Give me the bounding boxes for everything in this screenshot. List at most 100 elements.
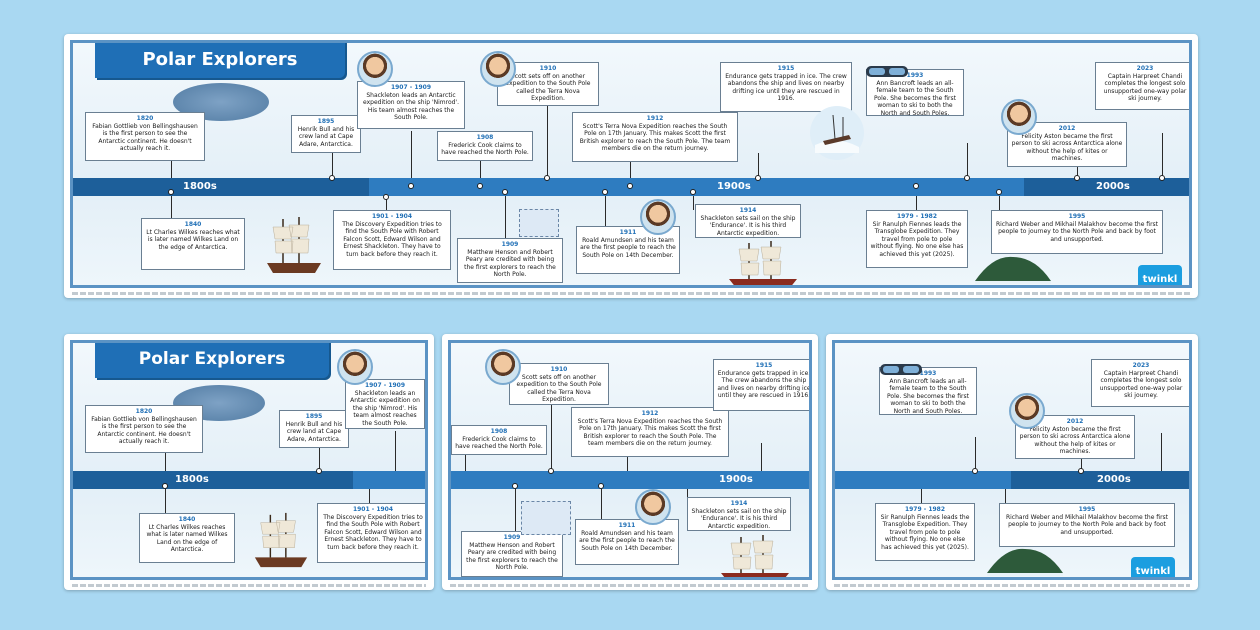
timeline-panel-part-3: 2000s 1993 Ann Bancroft leads an all-fem…	[826, 334, 1198, 590]
marker-2012	[1074, 175, 1080, 181]
stem-1840	[165, 489, 166, 513]
event-year: 1840	[178, 516, 196, 523]
event-text: Frederick Cook claims to have reached th…	[441, 141, 529, 157]
event-year: 2023	[1136, 65, 1154, 72]
event-year: 1914	[730, 500, 748, 507]
stem-1840	[171, 196, 172, 218]
stem-1993	[975, 437, 976, 471]
marker-1995	[996, 189, 1002, 195]
stem-1908	[465, 455, 466, 471]
event-year: 1993	[919, 370, 937, 377]
event-text: Richard Weber and Mikhail Malakhov becom…	[995, 220, 1159, 243]
explorer-portrait-scott	[480, 51, 516, 87]
marker-1915	[755, 175, 761, 181]
stem-1901	[386, 196, 387, 210]
explorer-portrait-amundsen	[635, 489, 671, 525]
marker-2023	[1159, 175, 1165, 181]
event-text: Endurance gets trapped in ice. The crew …	[717, 369, 811, 400]
event-card-1901: 1901 - 1904 The Discovery Expedition tri…	[333, 210, 451, 270]
event-text: Shackleton sets sail on the ship 'Endura…	[700, 214, 796, 237]
event-card-1901: 1901 - 1904 The Discovery Expedition tri…	[317, 503, 425, 563]
event-card-1914: 1914 Shackleton sets sail on the ship 'E…	[695, 204, 801, 238]
event-year: 1907 - 1909	[390, 84, 432, 91]
event-card-1979: 1979 - 1982 Sir Ranulph Fiennes leads th…	[866, 210, 968, 268]
event-card-1909: 1909 Matthew Henson and Robert Peary are…	[457, 238, 563, 283]
stem-1911	[601, 489, 602, 519]
event-text: Felicity Aston became the first person t…	[1019, 425, 1131, 456]
timeline-canvas: 2000s 1993 Ann Bancroft leads an all-fem…	[832, 340, 1192, 580]
stem-1911	[605, 196, 606, 226]
event-card-1909: 1909 Matthew Henson and Robert Peary are…	[461, 531, 563, 577]
era-label-2000s: 2000s	[1096, 181, 1130, 192]
event-year: 2012	[1058, 125, 1076, 132]
footer-copyright-strip	[834, 584, 1190, 587]
event-card-1993: 1993 Ann Bancroft leads an all-female te…	[879, 367, 977, 415]
event-card-2023: 2023 Captain Harpreet Chandi completes t…	[1091, 359, 1189, 407]
event-year: 1993	[906, 72, 924, 79]
event-year: 1995	[1078, 506, 1096, 513]
event-text: Roald Amundsen and his team are the firs…	[579, 529, 675, 552]
twinkl-logo: twinkl	[1131, 557, 1175, 577]
event-card-1995: 1995 Richard Weber and Mikhail Malakhov …	[991, 210, 1163, 254]
event-text: Henrik Bull and his crew land at Cape Ad…	[285, 420, 343, 443]
marker-1910	[544, 175, 550, 181]
event-card-1915: 1915 Endurance gets trapped in ice. The …	[720, 62, 852, 112]
event-year: 1915	[777, 65, 795, 72]
event-text: Shackleton leads an Antarctic expedition…	[350, 389, 420, 427]
endurance-ship-image	[727, 239, 799, 285]
marker-1909	[512, 483, 518, 489]
arctic-island-image	[973, 251, 1053, 285]
event-text: Sir Ranulph Fiennes leads the Transglobe…	[870, 220, 964, 258]
event-card-1910: 1910 Scott sets off on another expeditio…	[509, 363, 609, 405]
event-year: 1979 - 1982	[904, 506, 946, 513]
era-band-1900s: 1900s	[369, 178, 1024, 196]
event-card-1840: 1840 Lt Charles Wilkes reaches what is l…	[139, 513, 235, 563]
stem-1910	[551, 403, 552, 471]
stem-1908	[480, 161, 481, 178]
era-label-2000s: 2000s	[1097, 474, 1131, 485]
event-year: 1901 - 1904	[352, 506, 394, 513]
event-card-1915: 1915 Endurance gets trapped in ice. The …	[713, 359, 811, 411]
timeline-panel-part-2: 1900s 1908 Frederick Cook claims to have…	[442, 334, 818, 590]
timeline-panel-full: Polar Explorers 1800s 1900s 2000s	[64, 34, 1198, 298]
stem-1979	[916, 196, 917, 210]
stem-1895	[332, 153, 333, 178]
event-text: Scott's Terra Nova Expedition reaches th…	[577, 417, 723, 448]
sailing-ship-image	[263, 213, 325, 277]
event-text: Matthew Henson and Robert Peary are cred…	[466, 541, 558, 572]
event-card-2023: 2023 Captain Harpreet Chandi completes t…	[1095, 62, 1189, 110]
stem-1909	[515, 489, 516, 531]
era-band-1900s	[835, 471, 1011, 489]
stem-1993	[967, 143, 968, 178]
event-text: Lt Charles Wilkes reaches what is later …	[146, 523, 228, 554]
event-text: Scott's Terra Nova Expedition reaches th…	[579, 122, 731, 153]
marker-1908	[477, 183, 483, 189]
event-card-1995: 1995 Richard Weber and Mikhail Malakhov …	[999, 503, 1175, 547]
event-text: Fabian Gottlieb von Bellingshausen is th…	[92, 122, 198, 153]
event-card-1820: 1820 Fabian Gottlieb von Bellingshausen …	[85, 405, 203, 453]
event-card-1895: 1895 Henrik Bull and his crew land at Ca…	[291, 115, 361, 153]
stem-2012	[1081, 457, 1082, 471]
explorer-portrait-scott	[485, 349, 521, 385]
event-text: Scott sets off on another expedition to …	[516, 373, 602, 404]
timeline-canvas: Polar Explorers 1800s 1900s 2000s	[70, 40, 1192, 288]
marker-1820	[162, 483, 168, 489]
event-year: 1995	[1068, 213, 1086, 220]
era-label-1900s: 1900s	[719, 474, 753, 485]
event-year: 1909	[501, 241, 519, 248]
marker-1910	[548, 468, 554, 474]
event-year: 1895	[317, 118, 335, 125]
stem-1914	[693, 196, 694, 210]
event-card-1820: 1820 Fabian Gottlieb von Bellingshausen …	[85, 112, 205, 161]
event-text: Matthew Henson and Robert Peary are cred…	[464, 248, 556, 279]
postage-stamp-image	[519, 209, 559, 237]
event-card-1907: 1907 - 1909 Shackleton leads an Antarcti…	[357, 81, 465, 129]
stem-1820	[171, 161, 172, 178]
event-text: Henrik Bull and his crew land at Cape Ad…	[297, 125, 355, 148]
marker-1911	[602, 189, 608, 195]
event-year: 1979 - 1982	[896, 213, 938, 220]
event-text: Shackleton sets sail on the ship 'Endura…	[691, 507, 787, 530]
explorer-portrait-amundsen	[640, 199, 676, 235]
stem-1901	[369, 489, 370, 503]
event-text: Ann Bancroft leads an all-female team to…	[887, 377, 969, 415]
